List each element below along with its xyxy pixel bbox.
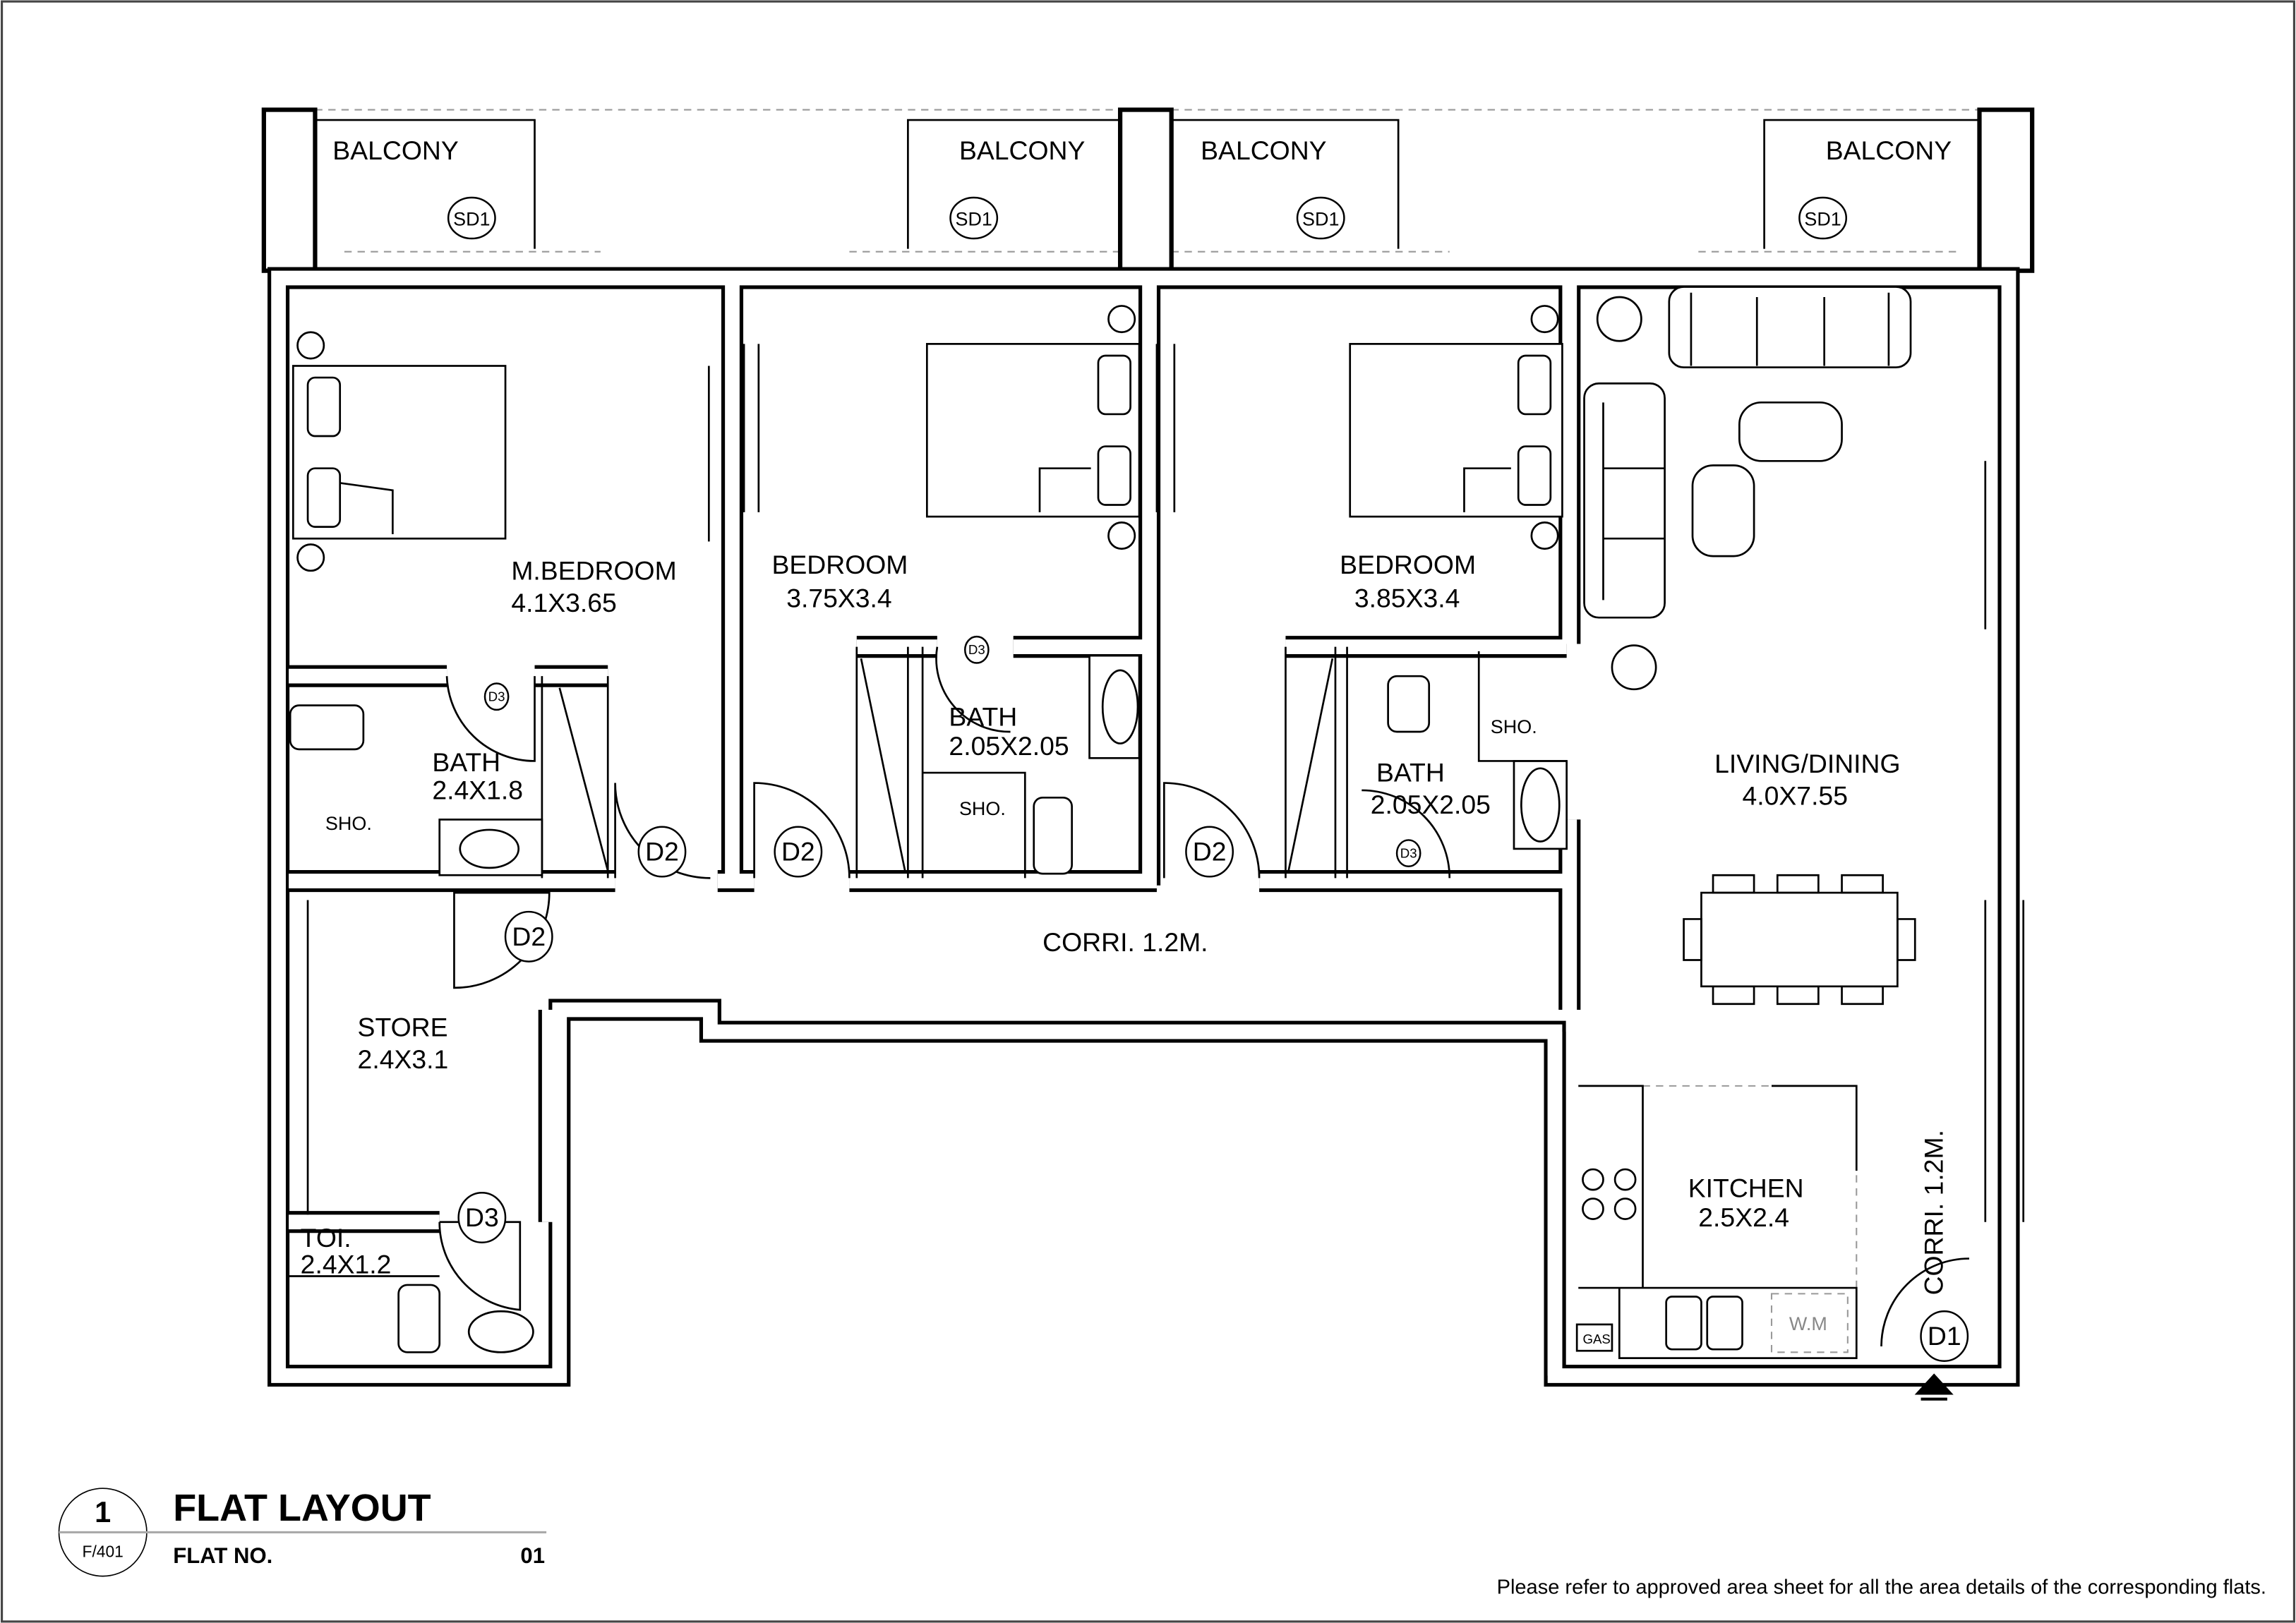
living-size: 4.0X7.55	[1743, 781, 1848, 811]
bath-2-size: 2.05X2.05	[949, 731, 1069, 761]
sheet-number: F/401	[83, 1543, 124, 1561]
title-block: 1 F/401 FLAT LAYOUT FLAT NO. 01	[58, 1487, 547, 1577]
d3-tag: D3	[488, 689, 505, 704]
balcony-label: BALCONY	[1826, 135, 1952, 165]
d2-tag: D2	[512, 922, 546, 951]
washer-label: W.M	[1789, 1313, 1827, 1334]
drawing-number: 1	[95, 1495, 111, 1528]
drawing-title: FLAT LAYOUT	[173, 1487, 431, 1529]
bath-2-name: BATH	[949, 702, 1017, 732]
store-size: 2.4X3.1	[358, 1044, 449, 1074]
d2-tag: D2	[1193, 836, 1227, 866]
bed-master	[291, 331, 507, 572]
kitchen-size: 2.5X2.4	[1698, 1202, 1789, 1232]
walls	[268, 267, 2025, 1387]
bath-3-shower: SHO.	[1491, 716, 1537, 737]
d3-tag: D3	[968, 642, 985, 657]
bed-3	[1349, 305, 1563, 550]
kitchen-name: KITCHEN	[1688, 1173, 1804, 1202]
columns	[261, 107, 2035, 273]
sd1-tag: SD1	[453, 208, 490, 229]
bath-3-name: BATH	[1376, 757, 1445, 787]
entry-corridor-label: CORRI. 1.2M.	[1919, 1130, 1949, 1295]
balcony-label: BALCONY	[332, 135, 459, 165]
door-tags	[447, 196, 1969, 1363]
room-labels: BALCONY BALCONY BALCONY BALCONY M.BEDROO…	[301, 135, 1952, 1346]
master-bedroom-name: M.BEDROOM	[511, 555, 676, 585]
gas-label: GAS	[1582, 1332, 1610, 1346]
d2-tag: D2	[645, 836, 679, 866]
door-tag-labels: SD1 SD1 SD1 SD1 D2 D2 D2 D2 D3 D3 D3 D3 …	[453, 208, 1961, 1351]
d2-tag: D2	[781, 836, 815, 866]
bedroom-3-name: BEDROOM	[1340, 550, 1476, 579]
d3-tag: D3	[1400, 845, 1417, 860]
corridor-label: CORRI. 1.2M.	[1042, 927, 1208, 957]
sd1-tag: SD1	[1804, 208, 1841, 229]
flat-no-value: 01	[520, 1543, 545, 1568]
toilet-name: TOI.	[301, 1223, 351, 1253]
bedroom-2-name: BEDROOM	[771, 550, 908, 579]
bed-2	[925, 305, 1141, 550]
toilet-size: 2.4X1.2	[301, 1249, 392, 1279]
bath-1-shower: SHO.	[325, 813, 372, 834]
bath-1-name: BATH	[432, 747, 500, 777]
sd1-tag: SD1	[1302, 208, 1339, 229]
bath-2-shower: SHO.	[959, 798, 1006, 819]
d1-tag: D1	[1928, 1321, 1961, 1351]
balcony-label: BALCONY	[1201, 135, 1327, 165]
bath-3-size: 2.05X2.05	[1371, 790, 1491, 819]
living-name: LIVING/DINING	[1714, 749, 1900, 778]
master-bedroom-size: 4.1X3.65	[511, 588, 616, 617]
flat-no-label: FLAT NO.	[173, 1543, 272, 1568]
sd1-tag: SD1	[955, 208, 992, 229]
kitchen-fixtures	[1575, 1085, 1954, 1401]
d3-tag: D3	[465, 1202, 499, 1232]
living-furniture	[1583, 286, 1916, 1006]
store-name: STORE	[358, 1012, 448, 1042]
balcony-outlines	[315, 109, 1980, 253]
bath-fixtures	[289, 651, 1568, 1353]
balcony-label: BALCONY	[959, 135, 1086, 165]
bedroom-3-size: 3.85X3.4	[1354, 584, 1460, 613]
bath-1-size: 2.4X1.8	[432, 775, 523, 804]
bedroom-2-size: 3.75X3.4	[786, 584, 891, 613]
area-note: Please refer to approved area sheet for …	[1497, 1576, 2266, 1599]
